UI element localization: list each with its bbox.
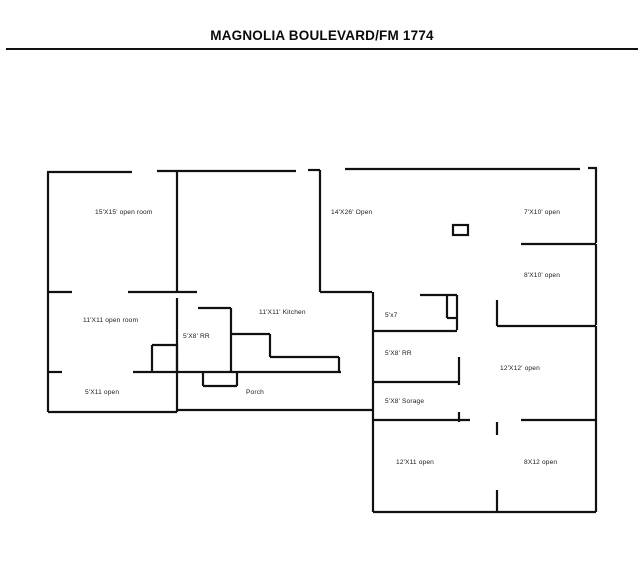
room-label-kitchen-11x11: 11'X11' Kitchen	[259, 309, 306, 316]
title-block: MAGNOLIA BOULEVARD/FM 1774	[0, 0, 644, 56]
room-label-porch: Porch	[246, 389, 264, 396]
room-label-open-12x11: 12'X11 open	[396, 459, 434, 466]
room-label-open-8x10: 8'X10' open	[524, 272, 560, 279]
room-label-open-room-11x11: 11'X11 open room	[83, 317, 138, 324]
room-label-open-7x10: 7'X10' open	[524, 209, 560, 216]
room-label-open-8x12: 8X12 open	[524, 459, 557, 466]
room-label-open-12x12: 12'X12' open	[500, 365, 540, 372]
room-label-open-room-15x15: 15'X15' open room	[95, 209, 153, 216]
floor-plan-drawing: 15'X15' open room 14'X26' Open 7'X10' open…	[0, 56, 644, 588]
room-label-rr-5x8-left: 5'X8' RR	[183, 333, 210, 340]
room-label-storage-5x8: 5'X8' Sorage	[385, 398, 424, 405]
page-title: MAGNOLIA BOULEVARD/FM 1774	[210, 28, 434, 43]
title-divider	[6, 48, 638, 50]
room-label-rr-5x8-center: 5'X8' RR	[385, 350, 412, 357]
room-label-room-5x7: 5'x7	[385, 312, 398, 319]
fixtures-group	[451, 223, 470, 237]
walls-group	[46, 166, 598, 514]
floor-plan-svg: 15'X15' open room 14'X26' Open 7'X10' open…	[46, 166, 598, 514]
room-label-open-14x26: 14'X26' Open	[331, 209, 373, 216]
column-fixture	[451, 223, 470, 237]
room-labels-group: 15'X15' open room 14'X26' Open 7'X10' open…	[83, 209, 560, 466]
room-label-open-5x11: 5'X11 open	[85, 389, 119, 396]
